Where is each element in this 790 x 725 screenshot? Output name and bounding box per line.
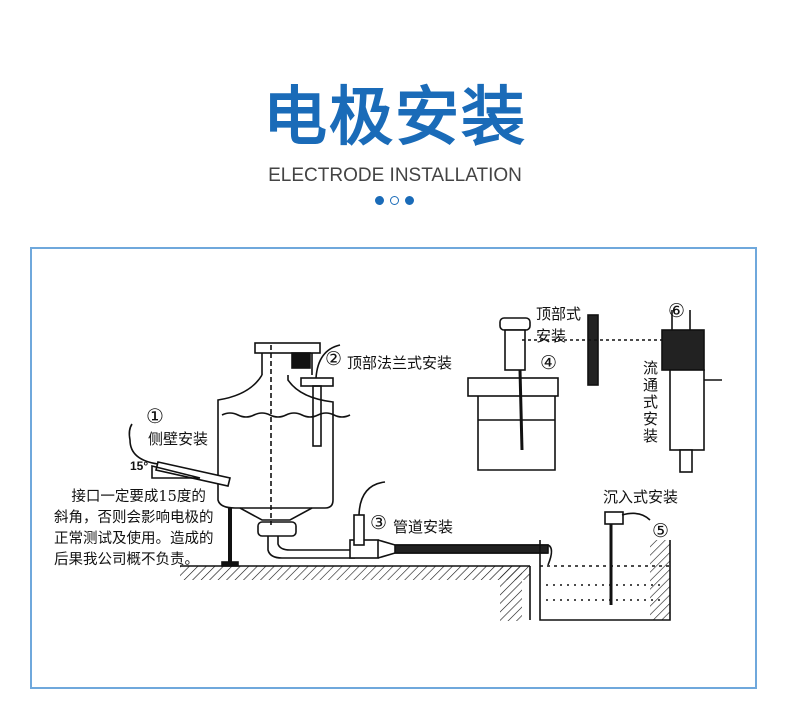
label-angle: 15° bbox=[130, 459, 149, 473]
dot-icon bbox=[375, 196, 384, 205]
label-num-5: ⑤ bbox=[652, 520, 670, 542]
label-num-4: ④ bbox=[540, 352, 558, 374]
pipeline bbox=[349, 481, 553, 566]
label-num-3: ③ bbox=[370, 512, 388, 534]
label-num-2: ② bbox=[325, 348, 343, 370]
dot-hollow-icon bbox=[390, 196, 399, 205]
label-num-1: ① bbox=[146, 404, 164, 428]
submerged-tank bbox=[539, 511, 671, 621]
label-num-6: ⑥ bbox=[668, 300, 686, 322]
installation-note: 接口一定要成15度的斜角，否则会影响电极的正常测试及使用。造成的后果我公司概不负… bbox=[54, 489, 214, 568]
label-side-wall: 侧壁安装 bbox=[148, 430, 209, 448]
decorative-dots bbox=[375, 196, 414, 205]
label-pipe: 管道安装 bbox=[393, 518, 454, 536]
diagram-frame bbox=[30, 247, 757, 689]
label-flow: 流通式安装 bbox=[641, 360, 659, 445]
label-top-line1: 顶部式 bbox=[536, 305, 582, 323]
flow-cell bbox=[661, 310, 722, 473]
reactor-tank bbox=[128, 342, 355, 567]
dot-icon bbox=[405, 196, 414, 205]
page-subtitle: ELECTRODE INSTALLATION bbox=[268, 165, 522, 186]
ground bbox=[180, 565, 531, 621]
label-top-line2: 安装 bbox=[536, 327, 567, 345]
label-top-flange: 顶部法兰式安装 bbox=[347, 354, 453, 372]
page-title: 电极安装 bbox=[263, 81, 527, 155]
top-mount-vessel bbox=[467, 314, 680, 471]
label-submerged: 沉入式安装 bbox=[603, 488, 679, 506]
